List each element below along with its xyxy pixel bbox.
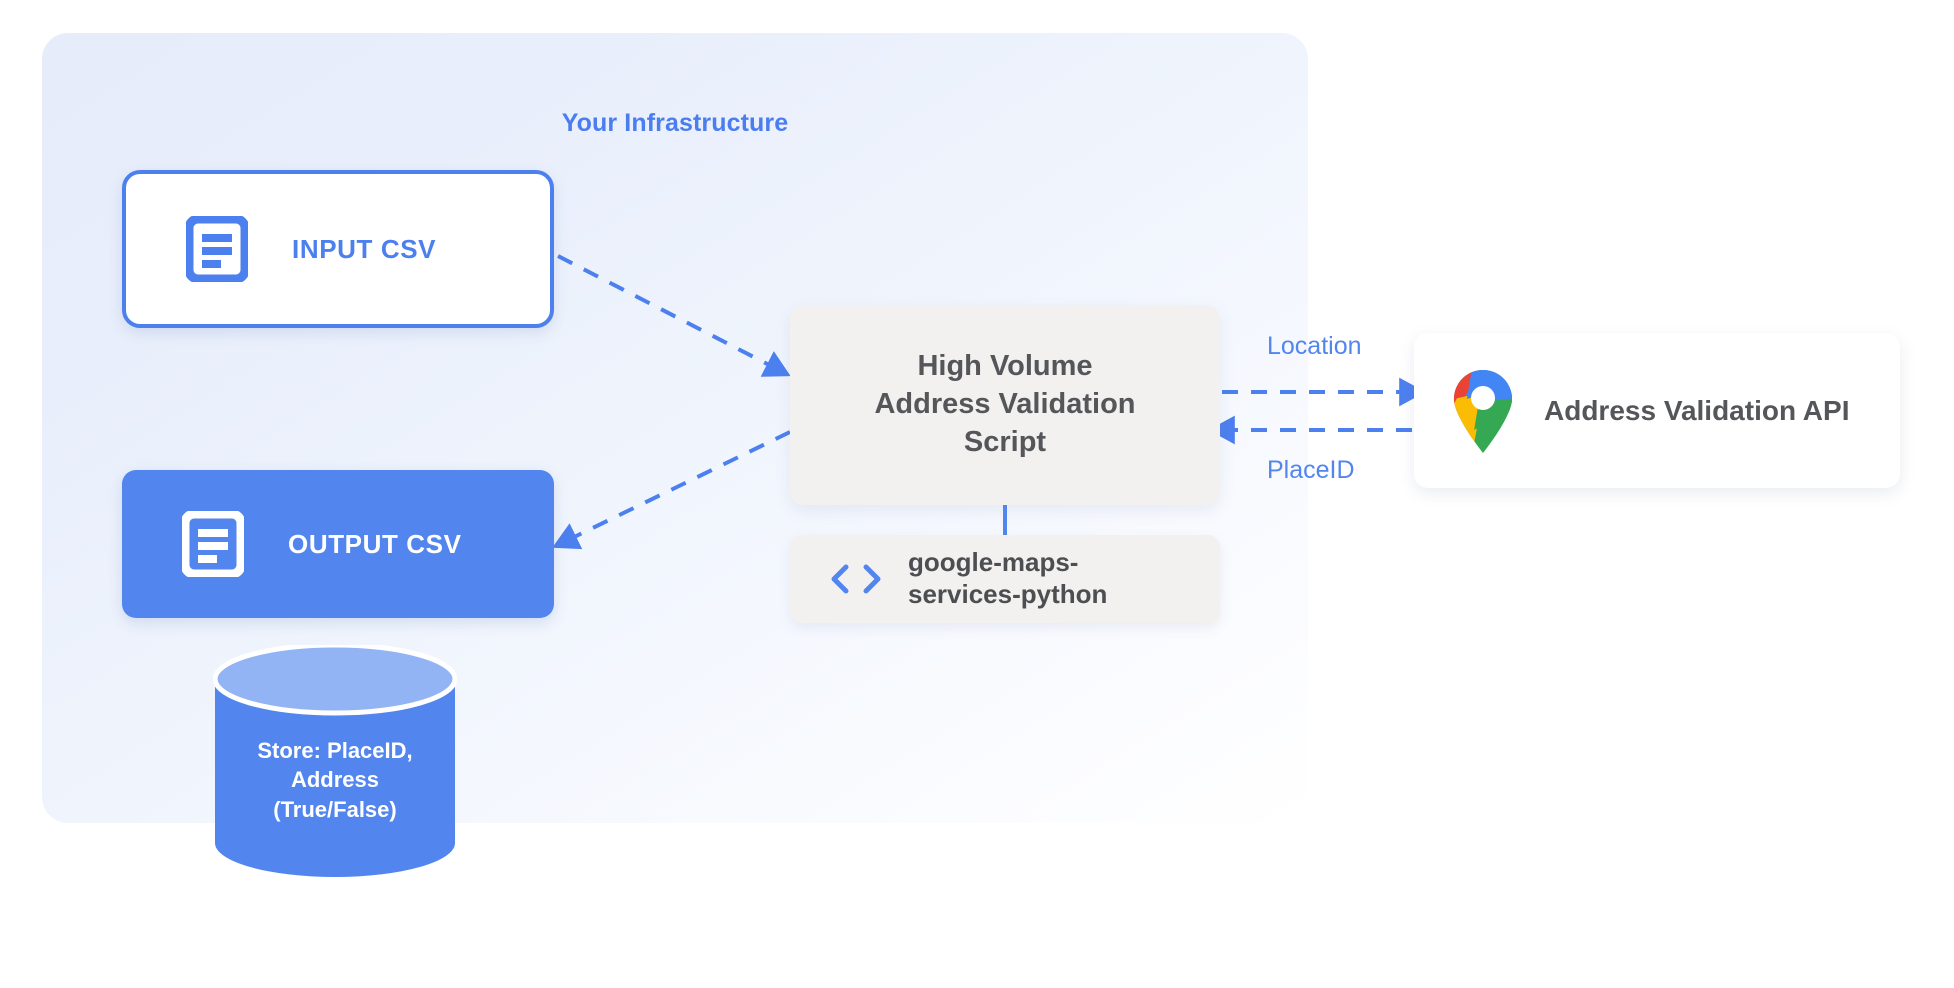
input-csv-label: INPUT CSV bbox=[292, 233, 437, 264]
panel-title: Your Infrastructure bbox=[561, 109, 789, 137]
script-label: High Volume Address Validation Script bbox=[874, 350, 1136, 458]
node-address-validation-api[interactable]: Address Validation API bbox=[1414, 333, 1900, 488]
api-label: Address Validation API bbox=[1544, 394, 1850, 426]
document-icon bbox=[186, 216, 248, 282]
output-csv-label: OUTPUT CSV bbox=[288, 528, 462, 559]
library-label: google-maps- services-python bbox=[908, 547, 1108, 609]
code-icon bbox=[831, 564, 881, 594]
script-library-connector bbox=[1003, 505, 1007, 537]
node-validation-script[interactable]: High Volume Address Validation Script bbox=[790, 305, 1220, 505]
node-client-library[interactable]: google-maps- services-python bbox=[790, 535, 1220, 623]
edge-label-placeid: PlaceID bbox=[1267, 456, 1355, 484]
node-database-store[interactable] bbox=[213, 645, 457, 877]
document-icon bbox=[182, 511, 244, 577]
google-maps-pin-icon bbox=[1454, 369, 1512, 453]
edge-label-location: Location bbox=[1267, 332, 1362, 360]
node-input-csv[interactable]: INPUT CSV bbox=[122, 170, 554, 328]
node-output-csv[interactable]: OUTPUT CSV bbox=[122, 470, 554, 618]
